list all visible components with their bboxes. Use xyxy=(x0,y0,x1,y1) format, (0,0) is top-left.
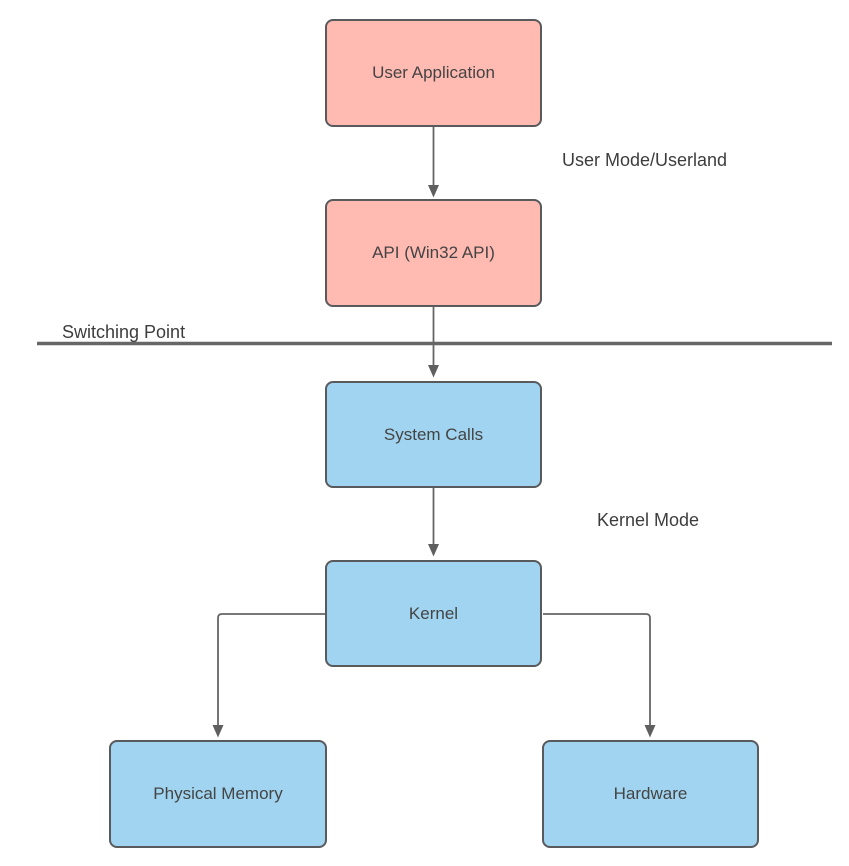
node-kernel-label: Kernel xyxy=(408,603,459,623)
node-kernel: Kernel xyxy=(325,560,542,667)
node-system-calls: System Calls xyxy=(325,381,542,488)
annotation-switching-point: Switching Point xyxy=(62,322,186,342)
node-hardware: Hardware xyxy=(542,740,759,848)
node-hardware-label: Hardware xyxy=(613,784,688,803)
arrowhead-icon xyxy=(212,725,224,738)
arrowhead-icon xyxy=(428,365,439,378)
arrowhead-icon xyxy=(428,185,439,198)
node-user-application-label: User Application xyxy=(372,63,495,82)
node-system-calls-label: System Calls xyxy=(383,424,484,444)
node-user-application: User Application xyxy=(325,19,542,127)
node-physical-memory-label: Physical Memory xyxy=(153,784,283,803)
arrowhead-icon xyxy=(428,544,439,557)
annotation-kernel-mode: Kernel Mode xyxy=(597,510,700,530)
arrowhead-icon xyxy=(644,725,656,738)
node-api-label: API (Win32 API) xyxy=(372,243,495,262)
edge-kernel-to-physical-memory xyxy=(217,613,325,726)
node-api: API (Win32 API) xyxy=(325,199,542,307)
node-physical-memory: Physical Memory xyxy=(109,740,327,848)
annotation-user-mode: User Mode/Userland xyxy=(562,150,728,170)
edge-kernel-to-hardware xyxy=(543,613,651,726)
